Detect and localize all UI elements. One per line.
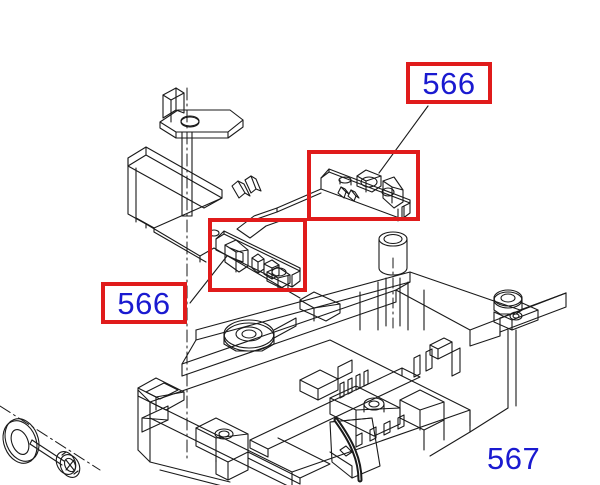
screw-part [29,439,81,478]
chassis-base-frame [137,231,567,485]
cylindrical-boss-post [378,231,408,276]
sheet-metal-bracket-part [127,87,301,299]
highlight-rect-upper-rail [307,150,420,221]
highlight-rect-lower-rail [208,218,307,292]
washer-part [2,418,40,464]
callout-box-566-upper: 566 [406,62,492,104]
callout-box-566-lower: 566 [101,282,187,324]
centerline-screw-axis [0,405,101,471]
callout-label-567: 567 [487,441,541,476]
callout-label-566-lower: 566 [117,285,171,321]
lower-rail-lever-part [215,230,301,289]
upper-rail-lever-part [276,168,411,222]
leader-line-upper [378,105,429,174]
callout-label-566-upper: 566 [422,65,476,101]
